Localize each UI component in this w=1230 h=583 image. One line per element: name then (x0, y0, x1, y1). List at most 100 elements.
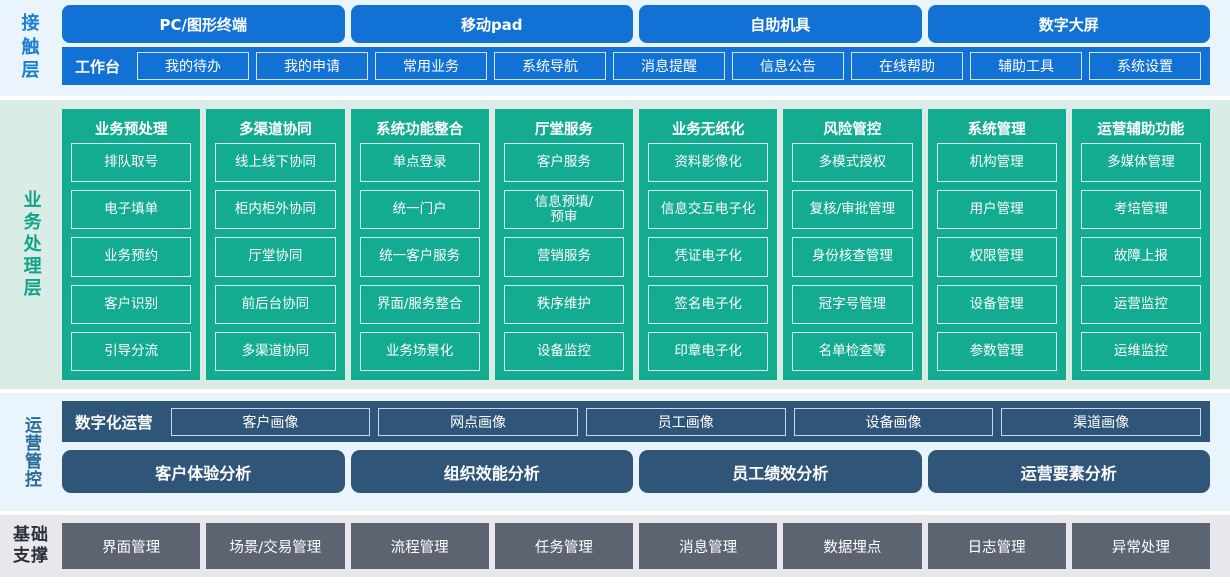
business-column-title: 多渠道协同 (239, 122, 312, 138)
business-item[interactable]: 运营监控 (1080, 284, 1201, 324)
business-column-title: 业务预处理 (94, 122, 168, 138)
analysis-employee-performance[interactable]: 员工绩效分析 (639, 450, 922, 493)
analysis-org-effectiveness[interactable]: 组织效能分析 (350, 450, 633, 493)
portrait-chip-branch[interactable]: 网点画像 (378, 407, 578, 436)
business-item[interactable]: 统一门户 (359, 190, 480, 230)
business-item[interactable]: 印章电子化 (648, 331, 769, 372)
workbench-item-aux-tools[interactable]: 辅助工具 (970, 52, 1083, 80)
workbench-item-my-application[interactable]: 我的申请 (256, 52, 369, 80)
contact-layer-label: 接触层 (0, 5, 62, 90)
business-item[interactable]: 厅堂协同 (215, 237, 336, 277)
business-layer-body: 业务预处理 排队取号 电子填单 业务预约 客户识别 引导分流 多渠道协同 线上线… (62, 109, 1230, 380)
base-support-row: 界面管理 场景/交易管理 流程管理 任务管理 消息管理 数据埋点 日志管理 异常… (62, 523, 1210, 569)
business-item[interactable]: 资料影像化 (648, 143, 769, 183)
base-item-log-management[interactable]: 日志管理 (927, 523, 1066, 569)
business-item[interactable]: 多模式授权 (792, 143, 913, 183)
workbench-item-my-todo[interactable]: 我的待办 (137, 52, 250, 80)
workbench-item-announcement[interactable]: 信息公告 (732, 52, 845, 80)
business-column-items: 单点登录 统一门户 统一客户服务 界面/服务整合 业务场景化 (359, 143, 480, 372)
business-item[interactable]: 多媒体管理 (1080, 143, 1201, 183)
business-item[interactable]: 名单检查等 (792, 331, 913, 372)
base-item-process-management[interactable]: 流程管理 (350, 523, 489, 569)
analysis-row: 客户体验分析 组织效能分析 员工绩效分析 运营要素分析 (62, 450, 1210, 493)
business-columns: 业务预处理 排队取号 电子填单 业务预约 客户识别 引导分流 多渠道协同 线上线… (62, 109, 1230, 380)
business-item[interactable]: 权限管理 (936, 237, 1057, 277)
business-item[interactable]: 业务场景化 (359, 331, 480, 372)
business-column-items: 资料影像化 信息交互电子化 凭证电子化 签名电子化 印章电子化 (648, 143, 769, 372)
analysis-operation-elements[interactable]: 运营要素分析 (927, 450, 1210, 493)
business-item[interactable]: 统一客户服务 (359, 237, 480, 277)
analysis-customer-experience[interactable]: 客户体验分析 (62, 450, 345, 493)
business-item[interactable]: 考培管理 (1080, 190, 1201, 230)
business-column-items: 线上线下协同 柜内柜外协同 厅堂协同 前后台协同 多渠道协同 (215, 143, 336, 372)
business-item[interactable]: 设备管理 (936, 284, 1057, 324)
business-item[interactable]: 用户管理 (936, 190, 1057, 230)
business-item[interactable]: 签名电子化 (648, 284, 769, 324)
business-layer-label: 业务处理层 (0, 109, 62, 380)
operations-layer-label: 运营管控 (0, 401, 62, 502)
business-item[interactable]: 冠字号管理 (792, 284, 913, 324)
channel-chip-pc[interactable]: PC/图形终端 (62, 5, 345, 43)
channel-chip-digital-screen[interactable]: 数字大屏 (927, 5, 1210, 43)
base-item-message-management[interactable]: 消息管理 (639, 523, 778, 569)
business-item[interactable]: 机构管理 (936, 143, 1057, 183)
portrait-chip-channel[interactable]: 渠道画像 (1001, 407, 1202, 436)
business-item[interactable]: 参数管理 (936, 331, 1057, 372)
base-support-layer: 基础支撑 界面管理 场景/交易管理 流程管理 任务管理 消息管理 数据埋点 日志… (0, 515, 1230, 577)
digital-ops-row: 数字化运营 客户画像 网点画像 员工画像 设备画像 渠道画像 (62, 401, 1210, 442)
operations-layer: 运营管控 数字化运营 客户画像 网点画像 员工画像 设备画像 渠道画像 客户体验… (0, 393, 1230, 511)
business-item[interactable]: 凭证电子化 (648, 237, 769, 277)
business-item[interactable]: 信息预填/ 预审 (503, 190, 624, 230)
workbench-item-common-business[interactable]: 常用业务 (375, 52, 488, 80)
business-item[interactable]: 故障上报 (1080, 237, 1201, 277)
workbench-item-message-reminder[interactable]: 消息提醒 (613, 52, 726, 80)
operations-layer-label-text: 运营管控 (21, 415, 42, 488)
business-column-ops-support: 运营辅助功能 多媒体管理 考培管理 故障上报 运营监控 运维监控 (1071, 109, 1210, 380)
business-item[interactable]: 客户识别 (71, 284, 192, 324)
band-divider-1 (0, 96, 1230, 100)
channel-chip-mobile-pad[interactable]: 移动pad (350, 5, 633, 43)
base-item-ui-management[interactable]: 界面管理 (62, 523, 201, 569)
channel-chip-self-service[interactable]: 自助机具 (639, 5, 922, 43)
business-item[interactable]: 排队取号 (71, 143, 192, 183)
business-item[interactable]: 业务预约 (71, 237, 192, 277)
base-item-data-tracking[interactable]: 数据埋点 (783, 523, 922, 569)
workbench-item-system-settings[interactable]: 系统设置 (1089, 52, 1202, 80)
business-item[interactable]: 复核/审批管理 (792, 190, 913, 230)
business-item[interactable]: 单点登录 (359, 143, 480, 183)
business-item[interactable]: 信息交互电子化 (648, 190, 769, 230)
business-column-title: 运营辅助功能 (1097, 122, 1185, 138)
business-column-preprocess: 业务预处理 排队取号 电子填单 业务预约 客户识别 引导分流 (62, 109, 201, 380)
business-item[interactable]: 客户服务 (503, 143, 624, 183)
band-divider-3 (0, 511, 1230, 515)
business-column-title: 业务无纸化 (671, 122, 745, 138)
business-column-system-integration: 系统功能整合 单点登录 统一门户 统一客户服务 界面/服务整合 业务场景化 (350, 109, 489, 380)
workbench-item-system-navigation[interactable]: 系统导航 (494, 52, 607, 80)
business-column-risk-control: 风险管控 多模式授权 复核/审批管理 身份核查管理 冠字号管理 名单检查等 (783, 109, 922, 380)
business-item[interactable]: 多渠道协同 (215, 331, 336, 372)
portrait-chip-device[interactable]: 设备画像 (793, 407, 994, 436)
business-item[interactable]: 引导分流 (71, 331, 192, 372)
business-column-paperless: 业务无纸化 资料影像化 信息交互电子化 凭证电子化 签名电子化 印章电子化 (639, 109, 778, 380)
business-item[interactable]: 秩序维护 (503, 284, 624, 324)
workbench-item-online-help[interactable]: 在线帮助 (851, 52, 964, 80)
business-item[interactable]: 界面/服务整合 (359, 284, 480, 324)
contact-layer-label-text: 接触层 (21, 13, 41, 82)
portrait-chip-customer[interactable]: 客户画像 (170, 407, 371, 436)
business-item[interactable]: 运维监控 (1080, 331, 1201, 372)
portrait-chip-employee[interactable]: 员工画像 (585, 407, 786, 436)
business-item[interactable]: 柜内柜外协同 (215, 190, 336, 230)
base-item-task-management[interactable]: 任务管理 (494, 523, 633, 569)
business-item[interactable]: 身份核查管理 (792, 237, 913, 277)
business-item[interactable]: 设备监控 (503, 331, 624, 372)
business-layer-label-text: 业务处理层 (20, 189, 42, 300)
business-item[interactable]: 营销服务 (503, 237, 624, 277)
business-item[interactable]: 电子填单 (71, 190, 192, 230)
base-item-exception-handling[interactable]: 异常处理 (1071, 523, 1210, 569)
business-column-multichannel: 多渠道协同 线上线下协同 柜内柜外协同 厅堂协同 前后台协同 多渠道协同 (206, 109, 345, 380)
base-item-scene-transaction-management[interactable]: 场景/交易管理 (206, 523, 345, 569)
digital-ops-title: 数字化运营 (75, 413, 153, 432)
business-item[interactable]: 线上线下协同 (215, 143, 336, 183)
business-item[interactable]: 前后台协同 (215, 284, 336, 324)
